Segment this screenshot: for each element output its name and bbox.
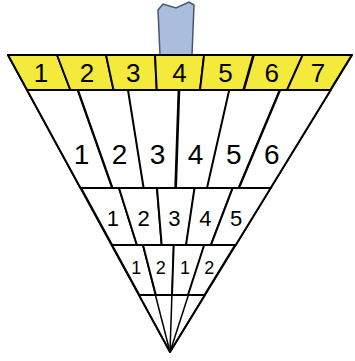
number-cell: 6 xyxy=(239,90,331,188)
cell-number: 4 xyxy=(199,208,211,230)
cell-number: 6 xyxy=(264,141,280,169)
cell-shape xyxy=(155,55,204,90)
spoke-line xyxy=(139,295,170,352)
cell-number: 5 xyxy=(230,208,242,230)
cell-number: 2 xyxy=(138,208,150,230)
cell-shape xyxy=(239,90,331,188)
cell-number: 5 xyxy=(218,60,232,86)
cell-shape xyxy=(119,188,162,245)
spoke-line xyxy=(170,295,172,352)
cell-number: 3 xyxy=(126,60,140,86)
cell-shape xyxy=(57,55,114,90)
handle xyxy=(158,2,194,55)
cell-number: 3 xyxy=(168,208,180,230)
cell-number: 2 xyxy=(156,259,166,277)
number-cell: 2 xyxy=(119,188,162,245)
spoke-line xyxy=(155,295,170,352)
top-body xyxy=(8,55,352,352)
cell-number: 1 xyxy=(34,60,48,86)
spoke-line xyxy=(170,295,205,352)
spokes xyxy=(139,295,205,352)
cell-number: 1 xyxy=(74,141,90,169)
cell-number: 1 xyxy=(180,259,190,277)
cell-shape xyxy=(143,245,174,295)
cell-shape xyxy=(106,55,157,90)
spoke-line xyxy=(170,295,188,352)
cell-number: 6 xyxy=(264,60,278,86)
number-cell: 7 xyxy=(287,55,352,90)
cell-number: 1 xyxy=(131,259,141,277)
cell-number: 1 xyxy=(107,208,119,230)
number-cell: 2 xyxy=(57,55,114,90)
cell-shape xyxy=(188,245,235,295)
cell-shape xyxy=(287,55,352,90)
number-cell: 2 xyxy=(188,245,235,295)
cell-shape xyxy=(211,188,271,245)
cell-number: 4 xyxy=(172,60,186,86)
cell-outline xyxy=(128,90,179,188)
number-cell: 3 xyxy=(106,55,157,90)
cell-number: 2 xyxy=(204,259,214,277)
cell-number: 4 xyxy=(188,141,204,169)
number-cell: 2 xyxy=(143,245,174,295)
cell-number: 5 xyxy=(226,141,242,169)
number-cell: 5 xyxy=(211,188,271,245)
cell-number: 2 xyxy=(80,60,94,86)
cell-number: 7 xyxy=(311,60,325,86)
cell-number: 3 xyxy=(150,141,166,169)
cell-outline xyxy=(239,90,331,188)
cell-number: 2 xyxy=(112,141,128,169)
cell-shape xyxy=(128,90,179,188)
number-cell: 4 xyxy=(155,55,204,90)
number-cell: 3 xyxy=(128,90,179,188)
